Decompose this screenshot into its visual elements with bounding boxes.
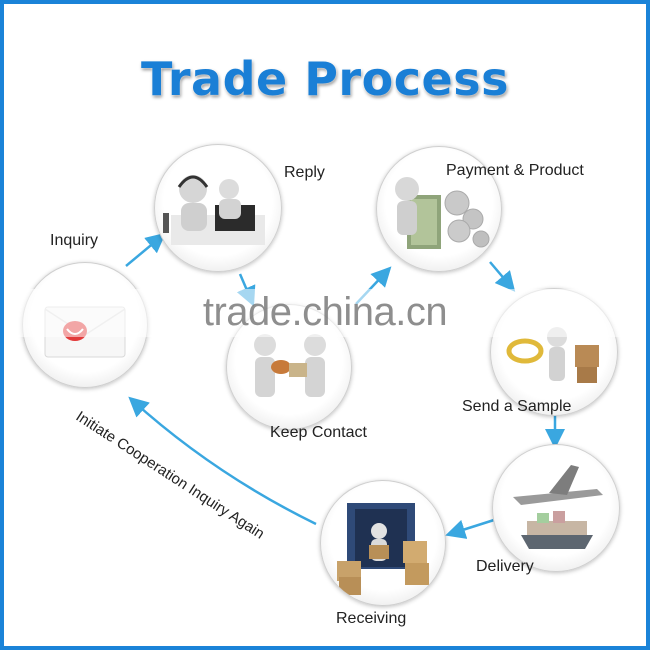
payment-node [376,146,502,272]
receiving-label: Receiving [336,610,407,627]
inquiry-label: Inquiry [50,232,99,249]
send-sample-label: Send a Sample [462,398,572,415]
delivery-label: Delivery [476,558,534,575]
arrow-delivery-to-receiving [445,518,495,539]
reply-label: Reply [284,164,325,181]
reply-node [154,144,282,272]
call-center-icon [163,175,265,245]
keep-contact-label: Keep Contact [270,424,367,441]
watermark-band [4,289,646,337]
payment-label: Payment & Product [446,162,584,179]
receiving-node [320,480,446,606]
warehouse-boxes-icon [337,503,429,595]
delivery-node [492,444,620,572]
money-gears-icon [395,177,490,249]
handshake-icon [254,334,326,397]
airplane-ship-icon [513,465,603,549]
arrow-inquiry-to-reply [125,232,166,267]
arrow-payment-to-sample [489,261,516,292]
page-title: Trade Process [141,52,509,106]
arrow-receiving-to-inquiry [128,396,317,526]
watermark-text: trade.china.cn [202,290,448,334]
